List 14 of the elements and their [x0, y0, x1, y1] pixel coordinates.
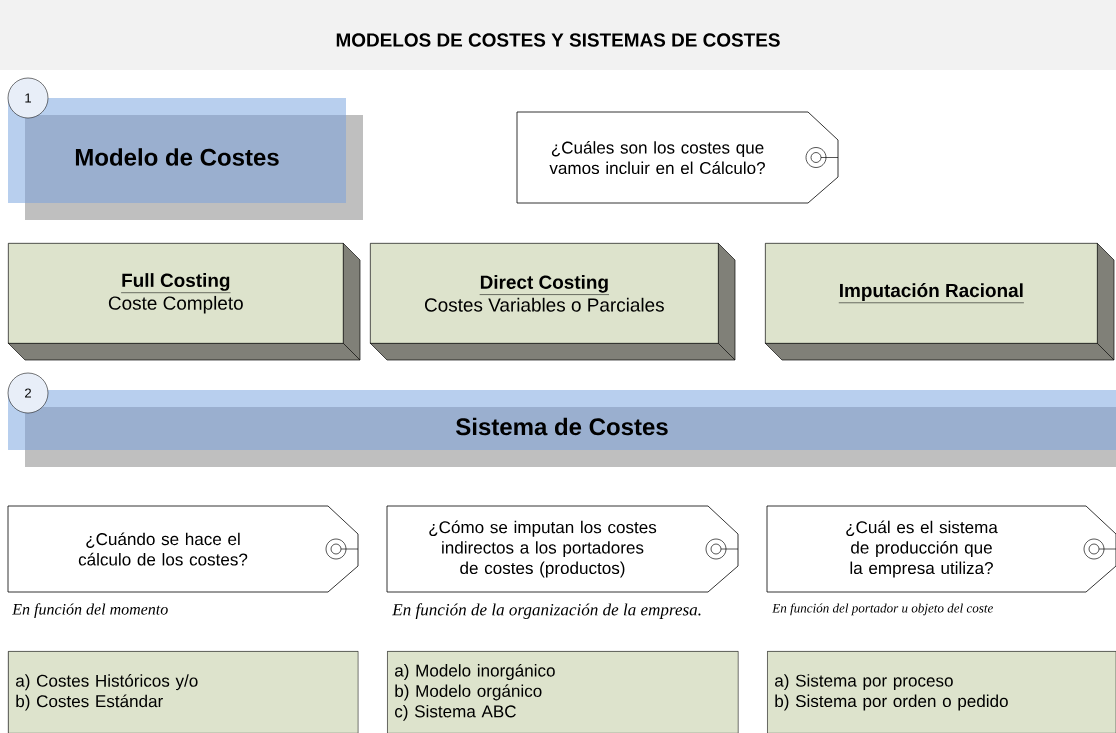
question-tag: ¿Cuáles son los costes que vamos incluir en el Cálculo? — [516, 111, 839, 204]
model-box: Full Costing Coste Completo — [7, 242, 361, 361]
model-box: Imputación Racional — [764, 242, 1115, 361]
question-tag: ¿Cuándo se hace el cálculo de los costes? — [7, 505, 359, 593]
note-text: En función de la organización de la empresa. — [392, 603, 701, 619]
question-tag: ¿Cuál es el sistema de producción que la empresa utiliza? — [766, 505, 1116, 593]
list-box: a) Sistema por proceso b) Sistema por orden o pedido — [767, 651, 1116, 733]
question-tag: ¿Cómo se imputan los costes indirectos a los portadores de costes (productos) — [386, 505, 739, 593]
model-box: Direct Costing Costes Variables o Parciales — [369, 242, 736, 361]
note-text: En función del portador u objeto del coste — [772, 603, 993, 616]
note-text: En función del momento — [12, 603, 168, 618]
title-band: MODELOS DE COSTES Y SISTEMAS DE COSTES — [0, 0, 1116, 70]
list-box: a) Costes Históricos y/o b) Costes Estándar — [8, 651, 359, 733]
list-box: a) Modelo inorgánico b) Modelo orgánico c) Sistema ABC — [387, 651, 739, 733]
